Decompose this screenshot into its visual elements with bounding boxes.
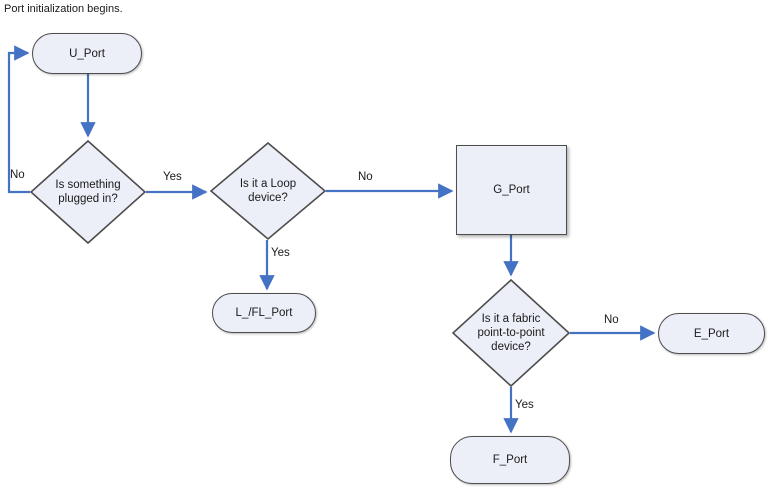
- node-l-fl-port[interactable]: L_/FL_Port: [212, 293, 316, 333]
- node-decision-fabric-point-to-point[interactable]: Is it a fabric point-to-point device?: [451, 278, 571, 388]
- edge-label-fabric-yes: Yes: [515, 399, 534, 411]
- node-l-fl-port-label: L_/FL_Port: [235, 307, 293, 319]
- edge-label-plugged-no: No: [10, 169, 25, 181]
- diagram-caption: Port initialization begins.: [4, 3, 123, 15]
- connector-plugged-no-to-uport: [7, 45, 30, 194]
- edge-label-loop-yes: Yes: [271, 247, 290, 259]
- edge-label-plugged-yes: Yes: [163, 171, 182, 183]
- node-f-port-label: F_Port: [492, 454, 528, 466]
- edge-label-loop-no: No: [358, 171, 373, 183]
- node-g-port[interactable]: G_Port: [456, 145, 567, 235]
- edge-label-fabric-no: No: [604, 314, 619, 326]
- node-decision-loop-device[interactable]: Is it a Loop device?: [209, 141, 327, 241]
- node-u-port-label: U_Port: [69, 47, 105, 60]
- node-f-port[interactable]: F_Port: [450, 436, 570, 484]
- node-e-port-label: E_Port: [693, 327, 730, 340]
- node-u-port[interactable]: U_Port: [32, 33, 142, 74]
- node-e-port[interactable]: E_Port: [658, 313, 765, 354]
- node-g-port-label: G_Port: [493, 184, 530, 196]
- node-decision-plugged-in[interactable]: Is something plugged in?: [29, 139, 147, 245]
